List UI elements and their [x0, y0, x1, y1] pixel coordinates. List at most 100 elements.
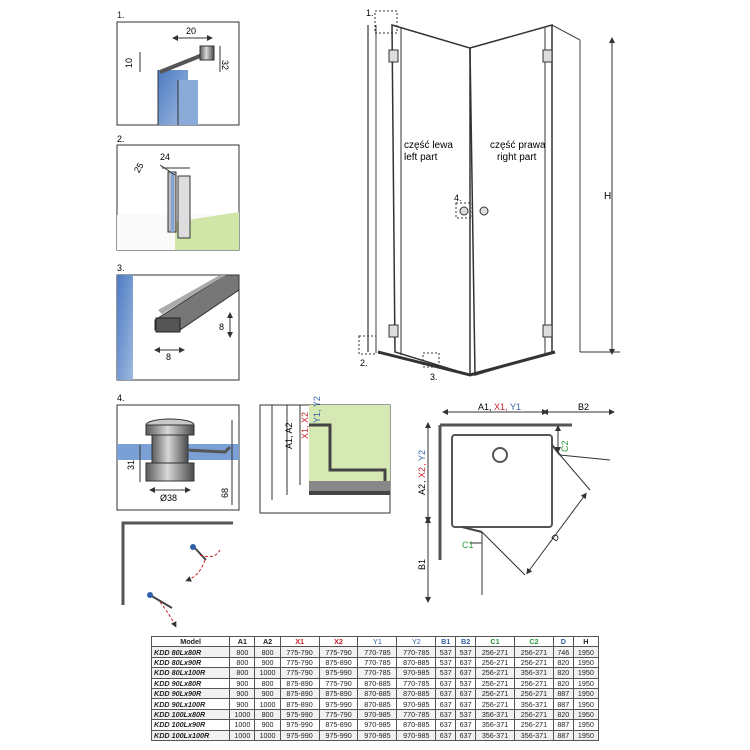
col-x2: X2 [318, 635, 359, 648]
floor-green [175, 212, 239, 250]
value-cell: 770-785 [396, 708, 437, 721]
section-y-label: Y1, Y2 [312, 396, 322, 423]
model-cell: KDD 100Lx80R [150, 708, 231, 721]
model-cell: KDD 80Lx90R [150, 656, 231, 669]
value-cell: 637 [455, 687, 477, 700]
model-cell: KDD 80Lx80R [150, 646, 231, 658]
detail-2-panel: 2. 25 24 [116, 134, 240, 251]
col-b1: B1 [435, 635, 457, 648]
value-cell: 1000 [229, 708, 256, 721]
value-cell: 900 [254, 719, 281, 731]
value-cell: 356-371 [513, 698, 554, 710]
front-elevation: 1. 2. 3. 4. część lewa left part część p… [358, 8, 620, 382]
table-header-row: Model A1 A2 X1 X2 Y1 Y2 B1 B2 C1 C2 D H [150, 635, 600, 648]
left-part-pl: część lewa [404, 140, 453, 151]
value-cell: 770-785 [396, 646, 437, 658]
value-cell: 775-790 [318, 646, 359, 658]
value-cell: 870-885 [396, 656, 437, 669]
value-cell: 887 [552, 719, 574, 731]
value-cell: 975-990 [279, 708, 320, 721]
value-cell: 975-990 [279, 719, 320, 731]
swing-diagram [121, 521, 233, 628]
col-model: Model [150, 635, 231, 648]
col-a1: A1 [229, 635, 256, 648]
plan-a2: A2 [417, 484, 427, 495]
value-cell: 356-371 [513, 729, 554, 741]
callout-1: 1. [366, 8, 374, 18]
section-detail: A1, A2 X1, X2 Y1, Y2 [259, 396, 391, 514]
value-cell: 770-785 [396, 677, 437, 689]
value-cell: 1950 [572, 687, 600, 700]
value-cell: 875-890 [279, 687, 320, 700]
plan-b2: B2 [578, 402, 589, 412]
dim-8-width: 8 [166, 352, 171, 362]
dim-8-height: 8 [219, 322, 224, 332]
plan-c1: C1 [462, 540, 474, 550]
right-part-en: right part [497, 152, 537, 163]
left-part-en: left part [404, 152, 438, 163]
value-cell: 800 [254, 677, 281, 689]
plan-comma-3: , [417, 480, 427, 483]
value-cell: 1950 [572, 656, 600, 669]
value-cell: 637 [455, 656, 477, 669]
value-cell: 256-271 [513, 646, 554, 658]
value-cell: 820 [552, 677, 574, 689]
dim-38: Ø38 [160, 493, 177, 503]
value-cell: 775-790 [318, 677, 359, 689]
value-cell: 775-790 [279, 656, 320, 669]
value-cell: 256-271 [513, 656, 554, 669]
value-cell: 637 [455, 667, 477, 679]
value-cell: 770-785 [357, 646, 398, 658]
col-y2: Y2 [396, 635, 437, 648]
value-cell: 870-885 [357, 698, 398, 710]
value-cell: 637 [455, 729, 477, 741]
model-cell: KDD 90Lx90R [150, 687, 231, 700]
value-cell: 256-271 [475, 698, 515, 710]
value-cell: 800 [229, 646, 256, 658]
value-cell: 975-990 [279, 729, 320, 741]
value-cell: 900 [229, 687, 256, 700]
value-cell: 256-271 [513, 708, 554, 721]
plan-x1: X1 [494, 402, 505, 412]
value-cell: 1950 [572, 719, 600, 731]
dimensions-table: Model A1 A2 X1 X2 Y1 Y2 B1 B2 C1 C2 D H … [150, 635, 600, 741]
value-cell: 1950 [572, 729, 600, 741]
value-cell: 256-271 [513, 719, 554, 731]
value-cell: 970-985 [396, 729, 437, 741]
value-cell: 820 [552, 667, 574, 679]
value-cell: 256-271 [475, 656, 515, 669]
col-b2: B2 [455, 635, 477, 648]
value-cell: 1950 [572, 708, 600, 721]
value-cell: 1950 [572, 646, 600, 658]
value-cell: 537 [455, 677, 477, 689]
model-cell: KDD 80Lx100R [150, 667, 231, 679]
value-cell: 356-371 [475, 708, 515, 721]
value-cell: 256-271 [475, 646, 515, 658]
col-a2: A2 [254, 635, 281, 648]
value-cell: 1950 [572, 698, 600, 710]
col-c2: C2 [513, 635, 554, 648]
value-cell: 356-371 [475, 719, 515, 731]
wall-green-fill [309, 405, 390, 481]
value-cell: 800 [254, 646, 281, 658]
plan-c2: C2 [560, 440, 570, 452]
value-cell: 1000 [229, 729, 256, 741]
plan-comma-1: , [489, 402, 492, 412]
value-cell: 900 [254, 687, 281, 700]
value-cell: 256-271 [475, 667, 515, 679]
detail-3-panel: 3. 8 8 [116, 263, 240, 381]
col-x1: X1 [279, 635, 320, 648]
callout-4: 4. [454, 193, 462, 203]
dim-20: 20 [186, 26, 196, 36]
value-cell: 875-890 [318, 656, 359, 669]
value-cell: 970-985 [357, 729, 398, 741]
value-cell: 1000 [254, 729, 281, 741]
model-cell: KDD 90Lx80R [150, 677, 231, 689]
